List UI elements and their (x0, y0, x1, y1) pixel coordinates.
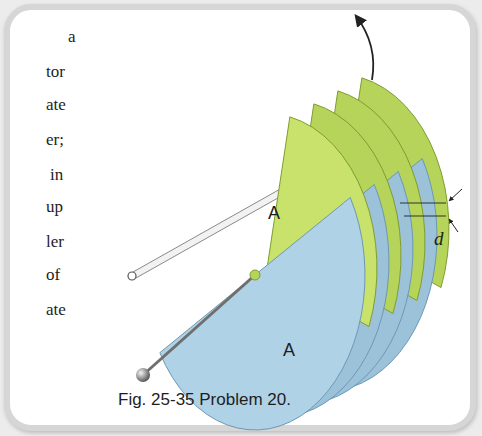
figure-caption: Fig. 25-35 Problem 20. (118, 390, 291, 410)
plate-stack (128, 78, 449, 430)
rotation-arrow (356, 16, 373, 80)
dimension-line (400, 203, 446, 204)
page-text-fragment: in (50, 165, 63, 185)
page-text-fragment: up (46, 197, 63, 217)
dimension-arrow (449, 219, 458, 232)
page-text-fragment: ate (46, 95, 66, 115)
capacitor-details (136, 16, 462, 382)
page-text-fragment: of (46, 265, 60, 285)
shaft (143, 275, 255, 375)
dimension-line (404, 216, 446, 217)
page-text-fragment: ler (46, 232, 64, 252)
shaft-hub (250, 270, 260, 280)
plate-area-label: A (268, 203, 280, 225)
rod-end (128, 272, 136, 280)
page-text-fragment: a (68, 27, 76, 47)
plate-area-label: A (283, 340, 295, 362)
page-text-fragment: ate (46, 300, 66, 320)
stator-rod (133, 188, 285, 278)
page-text-fragment: tor (46, 62, 65, 82)
dimension-arrow (449, 189, 462, 201)
knob-ball (136, 368, 150, 382)
page-text-fragment: er; (46, 130, 64, 150)
spacing-label: d (434, 228, 444, 251)
